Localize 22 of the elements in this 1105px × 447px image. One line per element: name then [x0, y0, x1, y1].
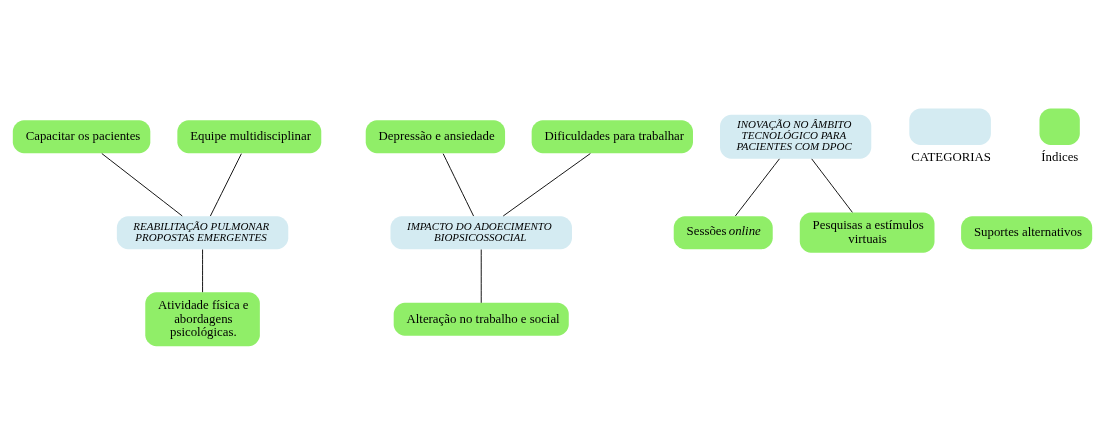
node-box: IMPACTO DO ADOECIMENTO BIOPSICOSSOCIAL	[390, 216, 572, 250]
connector	[442, 153, 475, 217]
connector	[209, 153, 242, 217]
node-box: Dificuldades para trabalhar	[531, 120, 693, 154]
connector	[734, 158, 780, 217]
connector	[202, 249, 203, 293]
connector	[502, 153, 591, 217]
node-box: Capacitar os pacientes	[12, 120, 151, 154]
legend-label: Índices	[1041, 149, 1079, 164]
node-box: REABILITAÇÃO PULMONAR PROPOSTAS EMERGENTES	[116, 216, 289, 250]
node-box: Suportes alternativos	[961, 216, 1093, 250]
connector	[101, 153, 183, 217]
node-box: Alteração no trabalho e social	[393, 302, 569, 336]
node-box: INOVAÇÃO NO ÂMBITO TECNOLÓGICO PARA PACIENTES COM DPOC	[720, 114, 872, 159]
connector	[811, 158, 853, 213]
node-box: Pesquisas a estímulos virtuais	[799, 212, 935, 253]
legend-label: CATEGORIAS	[911, 149, 991, 164]
node-box: Equipe multidisciplinar	[177, 120, 322, 154]
node-box: Depressão e ansiedade	[365, 120, 506, 154]
node-box: Atividade física e abordagens psicológicas.	[145, 292, 260, 347]
connector	[480, 249, 482, 304]
node-box: Sessões online	[673, 216, 773, 250]
